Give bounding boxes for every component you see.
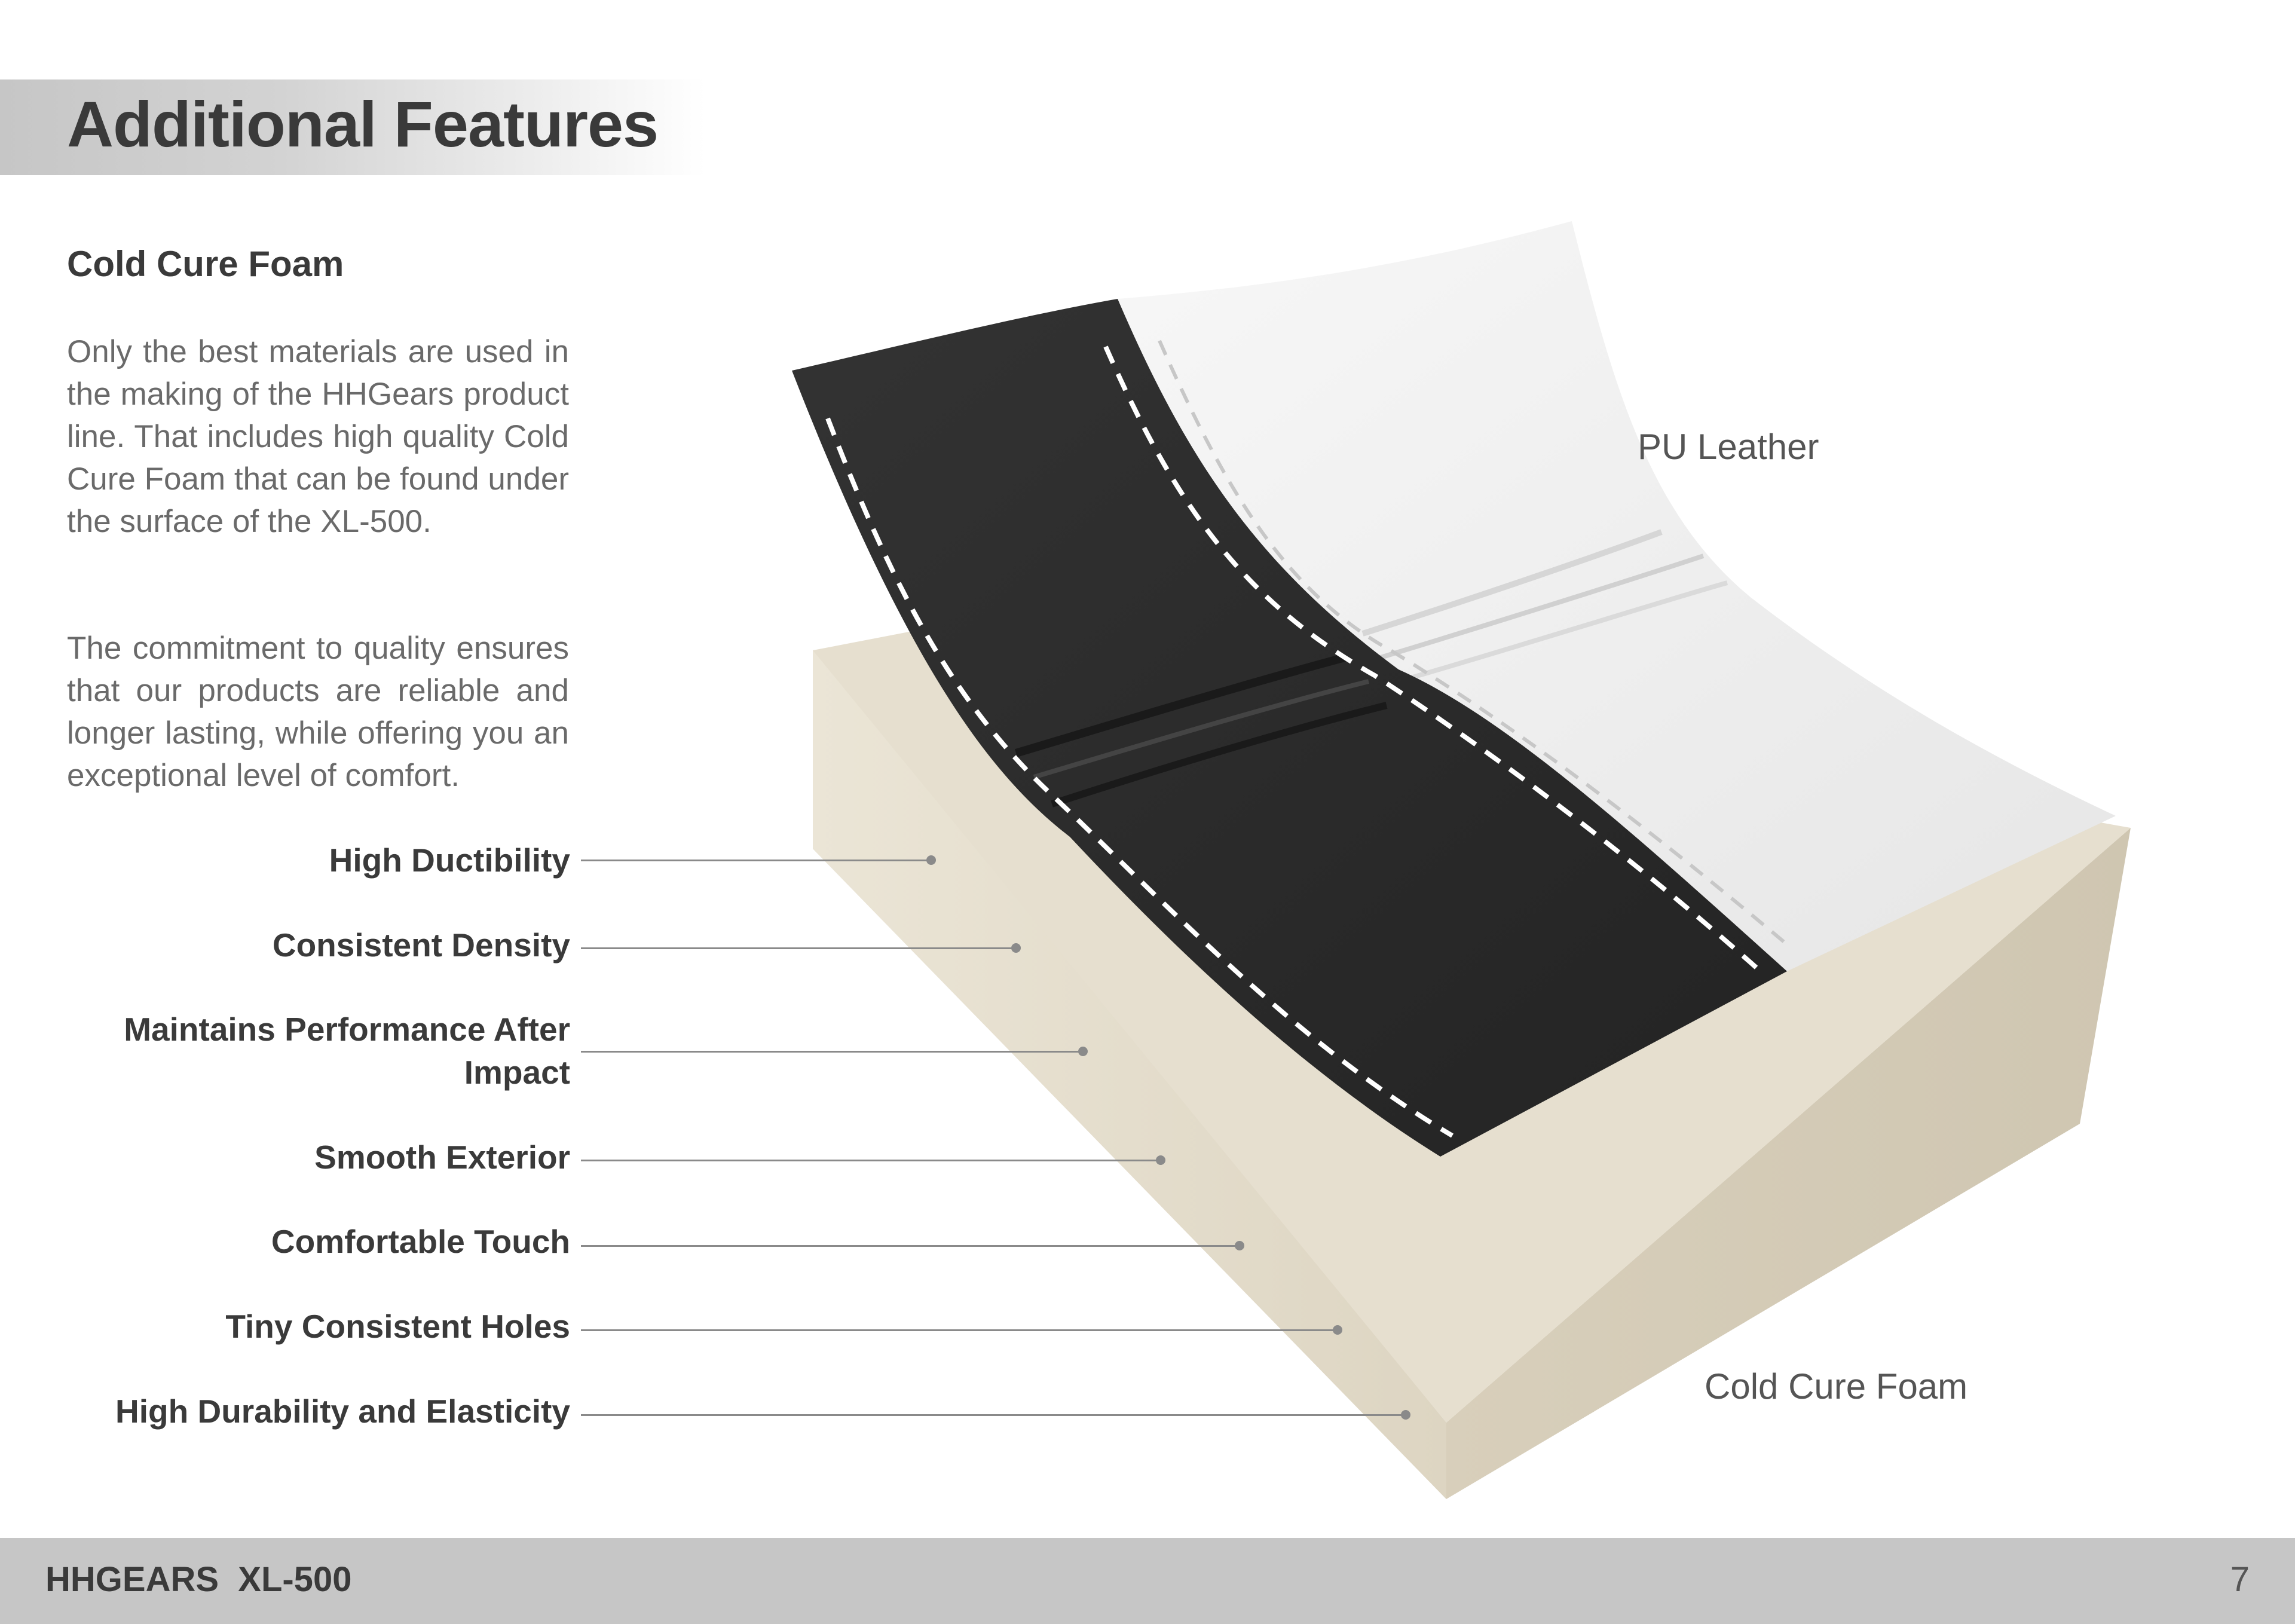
footer-band bbox=[0, 1538, 2295, 1624]
leader-dot bbox=[1401, 1410, 1410, 1420]
title-band bbox=[0, 79, 705, 175]
foam-right-face bbox=[1446, 828, 2131, 1499]
feature-high-durability: High Durability and Elasticity bbox=[115, 1393, 570, 1430]
leader-line bbox=[581, 1160, 1161, 1161]
foam-front-lower bbox=[813, 652, 1446, 1499]
intro-paragraph: Only the best materials are used in the … bbox=[67, 334, 569, 539]
white-leather-sheet bbox=[1118, 221, 2116, 971]
leader-dot bbox=[1333, 1325, 1342, 1335]
leader-line bbox=[581, 1414, 1406, 1416]
feature-consistent-density: Consistent Density bbox=[272, 926, 570, 964]
footer-brand: HHGEARS XL-500 bbox=[45, 1560, 352, 1599]
feature-comfortable-touch: Comfortable Touch bbox=[271, 1223, 570, 1260]
leader-dot bbox=[926, 855, 936, 865]
leader-line bbox=[581, 947, 1016, 949]
white-stitching bbox=[1158, 340, 1788, 946]
feature-tiny-consistent-holes: Tiny Consistent Holes bbox=[225, 1308, 570, 1345]
leader-line bbox=[581, 1051, 1083, 1053]
callout-pu-leather: PU Leather bbox=[1638, 427, 1819, 467]
feature-maintains-performance: Maintains Performance After Impact bbox=[124, 1011, 570, 1091]
page-title: Additional Features bbox=[67, 88, 659, 160]
callout-cold-cure-foam: Cold Cure Foam bbox=[1705, 1366, 1968, 1406]
leader-dot bbox=[1156, 1155, 1165, 1165]
leader-dot bbox=[1235, 1241, 1244, 1250]
feature-smooth-exterior: Smooth Exterior bbox=[314, 1139, 570, 1176]
black-stitching-right bbox=[1103, 345, 1759, 970]
leader-dot bbox=[1078, 1047, 1088, 1056]
feature-high-ductibility: High Ductibility bbox=[329, 842, 570, 879]
page-number: 7 bbox=[2230, 1560, 2250, 1599]
leader-line bbox=[581, 1329, 1338, 1331]
leader-line bbox=[581, 860, 931, 861]
commitment-paragraph: The commitment to quality ensures that o… bbox=[67, 631, 569, 793]
leader-dot bbox=[1011, 943, 1021, 953]
section-heading: Cold Cure Foam bbox=[67, 244, 344, 284]
leader-line bbox=[581, 1245, 1240, 1247]
